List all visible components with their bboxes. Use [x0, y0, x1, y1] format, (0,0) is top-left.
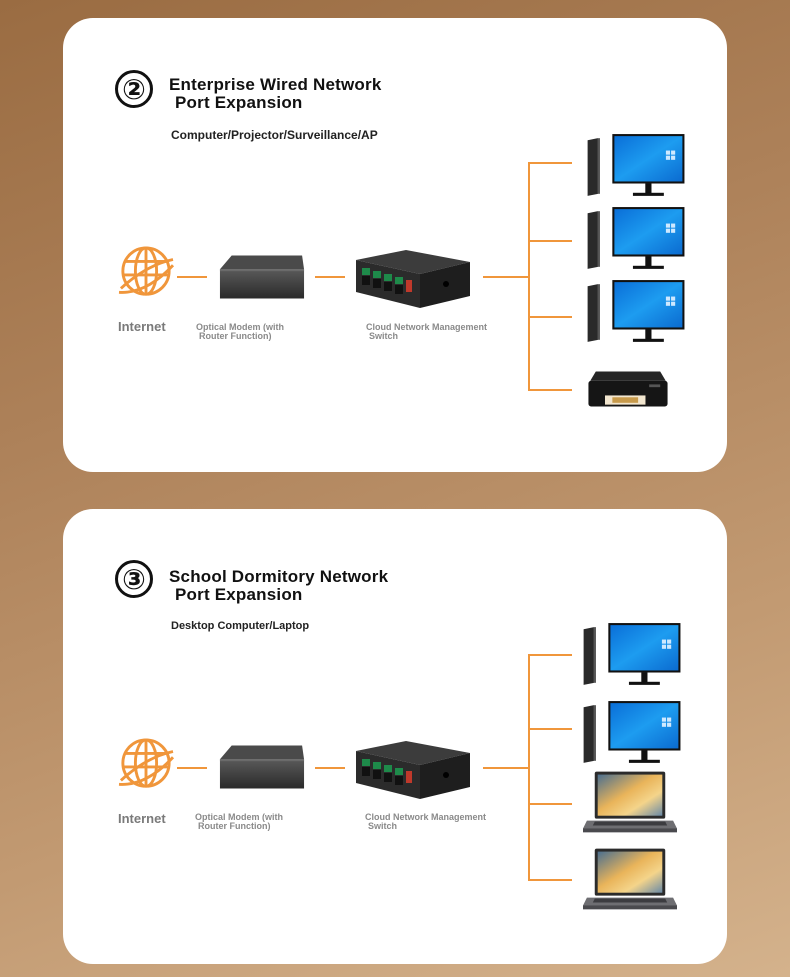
section-number-badge: ③ — [115, 560, 153, 598]
branch-line — [528, 879, 572, 881]
switch-label-line2: Switch — [368, 821, 398, 831]
desktop-computer-icon — [587, 207, 685, 269]
section-title: School Dormitory Network Port Expansion — [169, 568, 388, 604]
modem-label-line1: Optical Modem (with — [196, 322, 285, 332]
section-title-line2: Port Expansion — [175, 93, 303, 112]
section-title-line1: School Dormitory Network — [169, 567, 389, 586]
section-dormitory-card: ③ School Dormitory Network Port Expansio… — [63, 509, 727, 964]
bus-line — [528, 654, 530, 880]
section-title-line2: Port Expansion — [175, 585, 303, 604]
optical-modem-icon — [219, 745, 305, 789]
modem-label-line2: Router Function) — [198, 821, 271, 831]
modem-label-line2: Router Function) — [199, 331, 272, 341]
section-title: Enterprise Wired Network Port Expansion — [169, 76, 381, 112]
section-subtitle: Computer/Projector/Surveillance/AP — [171, 128, 378, 142]
modem-label: Optical Modem (with Router Function) — [196, 323, 284, 341]
section-enterprise-card: ② Enterprise Wired Network Port Expansio… — [63, 18, 727, 472]
branch-line — [528, 654, 572, 656]
branch-line — [528, 803, 572, 805]
optical-modem-icon — [219, 255, 305, 299]
switch-label-line1: Cloud Network Management — [366, 322, 488, 332]
connector-line — [483, 276, 529, 278]
desktop-computer-icon — [587, 280, 685, 342]
connector-line — [315, 767, 345, 769]
branch-line — [528, 728, 572, 730]
branch-line — [528, 162, 572, 164]
printer-icon — [588, 371, 668, 407]
switch-label: Cloud Network Management Switch — [365, 813, 486, 831]
modem-label-line1: Optical Modem (with — [195, 812, 284, 822]
internet-label: Internet — [118, 811, 166, 826]
section-subtitle: Desktop Computer/Laptop — [171, 620, 310, 632]
network-switch-icon — [356, 741, 470, 799]
switch-label-line1: Cloud Network Management — [365, 812, 487, 822]
branch-line — [528, 389, 572, 391]
connector-line — [315, 276, 345, 278]
laptop-icon — [583, 848, 677, 910]
switch-label-line2: Switch — [369, 331, 399, 341]
section-number-badge: ② — [115, 70, 153, 108]
connector-line — [177, 767, 207, 769]
bus-line — [528, 162, 530, 391]
desktop-computer-icon — [583, 701, 681, 763]
desktop-computer-icon — [583, 623, 681, 685]
internet-globe-icon — [117, 246, 175, 296]
modem-label: Optical Modem (with Router Function) — [195, 813, 283, 831]
internet-globe-icon — [117, 738, 175, 788]
section-title-line1: Enterprise Wired Network — [169, 75, 382, 94]
switch-label: Cloud Network Management Switch — [366, 323, 487, 341]
network-switch-icon — [356, 250, 470, 308]
branch-line — [528, 240, 572, 242]
laptop-icon — [583, 771, 677, 833]
connector-line — [177, 276, 207, 278]
connector-line — [483, 767, 529, 769]
desktop-computer-icon — [587, 134, 685, 196]
internet-label: Internet — [118, 319, 166, 334]
branch-line — [528, 316, 572, 318]
